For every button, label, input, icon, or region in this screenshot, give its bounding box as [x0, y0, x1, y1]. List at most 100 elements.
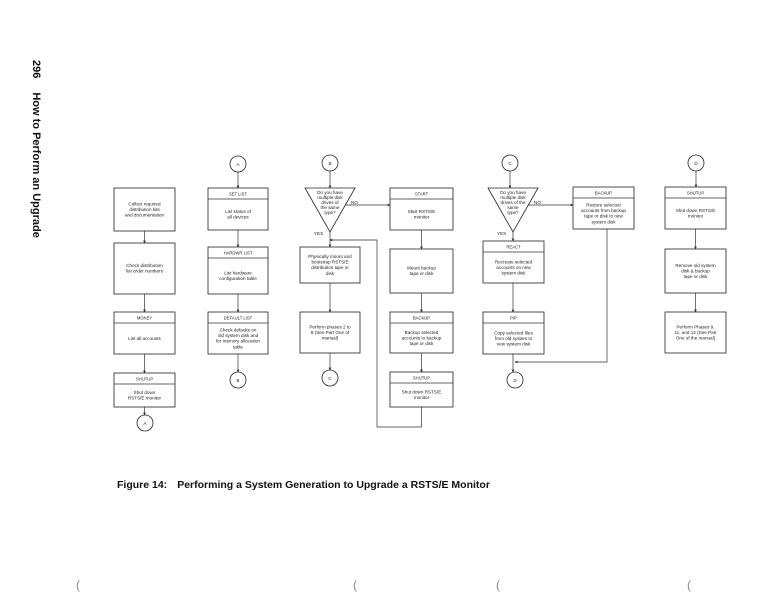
scan-mark: (: [496, 578, 500, 592]
box-text-line: Copy selected files: [494, 330, 533, 335]
connector-label: A: [143, 421, 147, 426]
connector-circle: [321, 154, 339, 172]
box-text-line: system disk: [592, 219, 617, 224]
box-title: HARDWR LIST: [224, 251, 253, 256]
box-text-line: monitor: [414, 215, 430, 220]
box-text-line: Check defaults on: [220, 328, 257, 333]
scan-mark: (: [687, 578, 691, 592]
box-outline: [389, 248, 454, 294]
box-title: MONEY: [137, 316, 153, 321]
box-text-line: tape or disk: [410, 271, 434, 276]
box-text-line: monitor: [414, 395, 430, 400]
box-title: SET LIST: [229, 192, 248, 197]
box-text-line: and documentation: [125, 213, 165, 218]
connector-B1: B: [321, 154, 339, 172]
box-outline: [482, 240, 545, 284]
box-title: DEFAULT LIST: [224, 316, 253, 321]
box-text-line: List hardware: [224, 271, 252, 276]
flow-arrow: [329, 238, 422, 428]
scan-mark: (: [76, 578, 80, 592]
box-text-line: Mount backup: [407, 266, 436, 271]
box-outline: [664, 186, 727, 230]
box-title: PIP: [510, 316, 517, 321]
box-text-line: 11, and 12 (See Part: [674, 330, 717, 335]
box-outline: [299, 311, 361, 354]
box-title: START: [415, 192, 429, 197]
box-text-line: all devices: [227, 215, 249, 220]
flow-arrow: [514, 229, 608, 364]
box-title: BACKUP: [595, 191, 612, 196]
box-text-line: List all accounts: [128, 336, 161, 341]
connector-C2: C: [501, 154, 519, 172]
decision-text-line: same: [507, 205, 519, 210]
process-box-phases9: Perform Phases 9,11, and 12 (See PartOne…: [664, 311, 727, 354]
box-outline: [207, 187, 269, 231]
box-text-line: disk & backup: [681, 268, 710, 273]
box-outline: [207, 311, 269, 355]
box-text-line: tape or disk to new: [584, 214, 623, 219]
box-text-line: bootstrap RSTS/E: [311, 260, 348, 265]
box-text-line: Shut down RSTS/E: [402, 390, 442, 395]
box-text-line: system disk: [502, 271, 527, 276]
box-text-line: Check distribution: [126, 263, 163, 268]
figure-label: Figure 14:: [117, 479, 168, 491]
box-text-line: monitor: [688, 214, 704, 219]
connector-A1: A: [229, 155, 247, 173]
connector-circle: [229, 371, 247, 389]
connector-C1: C: [321, 369, 339, 387]
box-outline: [389, 311, 454, 354]
box-text-line: Recreate selected: [495, 259, 532, 264]
box-text-line: new system disk: [497, 342, 531, 347]
box-text-line: 8 (See Part One of: [311, 330, 350, 335]
box-outline: [113, 311, 176, 355]
box-outline: [664, 248, 727, 294]
decision-text-line: drives of the: [500, 200, 525, 205]
box-text-line: Backup selected: [405, 330, 439, 335]
box-text-line: distribution kits: [129, 207, 160, 212]
box-outline: [113, 242, 176, 295]
decision-text-line: type?: [324, 210, 336, 215]
box-text-line: Physically mount and: [308, 254, 352, 259]
box-outline: [207, 246, 269, 295]
decision-text-line: Do you have: [500, 190, 526, 195]
yes-label: YES: [314, 231, 323, 236]
decision-triangle: [304, 187, 356, 233]
box-outline: [389, 371, 454, 408]
box-text-line: Remove old system: [675, 263, 716, 268]
connector-label: A: [236, 162, 240, 167]
decision-text-line: drives of: [321, 200, 339, 205]
decision-text-line: Do you have: [317, 190, 343, 195]
decision-triangle: [487, 187, 539, 233]
box-text-line: Shut down: [134, 390, 156, 395]
connector-D2: D: [687, 154, 705, 172]
connector-label: B: [236, 378, 239, 383]
yes-label: YES: [497, 231, 506, 236]
box-outline: [482, 311, 545, 355]
decision-text-line: the same: [321, 205, 340, 210]
box-text-line: Shut down RSTS/E: [676, 208, 716, 213]
box-outline: [113, 187, 176, 232]
box-text-line: RSTS/E monitor: [128, 396, 162, 401]
process-box-money: MONEY List all accounts: [113, 311, 176, 355]
box-text-line: List status of: [225, 209, 252, 214]
box-text-line: accounts from backup: [581, 208, 626, 213]
box-text-line: for memory allocation: [216, 339, 260, 344]
box-title: SHUTUP: [136, 377, 153, 382]
box-text-line: configuration table: [219, 276, 257, 281]
box-text-line: table: [233, 344, 243, 349]
box-title: REACT: [506, 245, 521, 250]
box-text-line: Start RSTS/E: [408, 209, 436, 214]
connector-label: D: [694, 161, 698, 166]
